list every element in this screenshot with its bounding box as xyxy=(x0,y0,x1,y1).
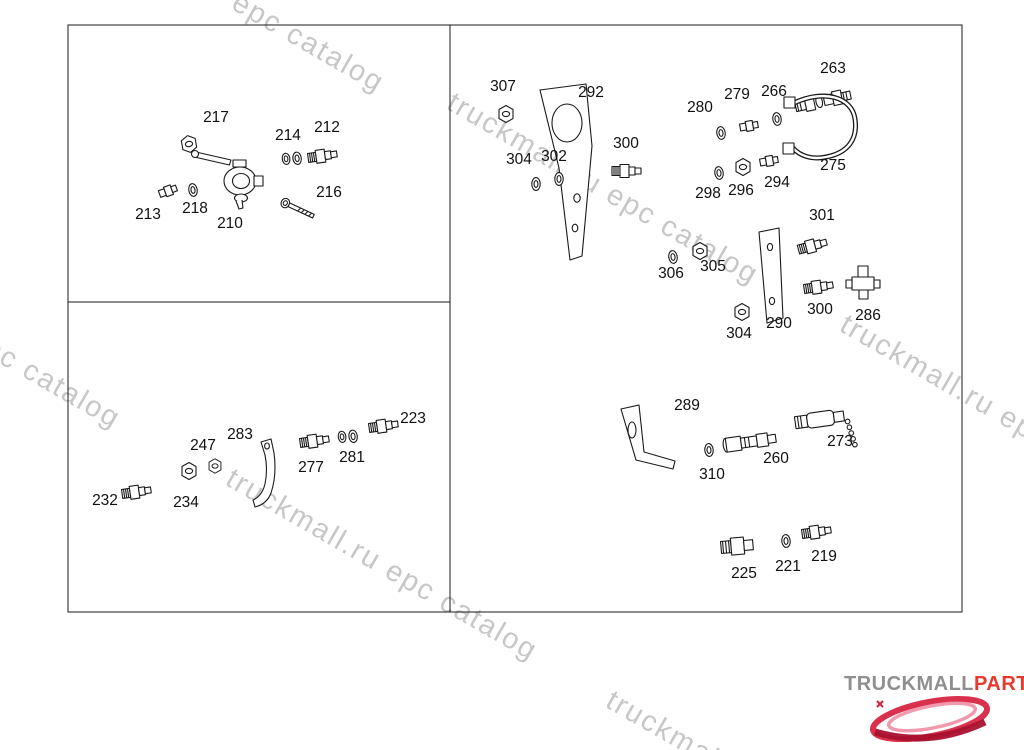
brand-logo: TRUCKMALLPARTS xyxy=(844,673,1024,746)
part-number-234: 234 xyxy=(173,494,199,511)
part-glyph-298 xyxy=(714,166,724,180)
part-glyph-296 xyxy=(735,157,751,177)
part-glyph-289 xyxy=(620,404,676,470)
brand-wordmark: TRUCKMALLPARTS xyxy=(844,673,1024,695)
part-glyph-286 xyxy=(845,265,881,300)
part-number-298: 298 xyxy=(695,185,721,202)
part-number-304: 304 xyxy=(506,151,532,168)
part-glyph-280 xyxy=(716,126,726,140)
part-glyph-210 xyxy=(190,149,264,210)
part-glyph-273 xyxy=(793,409,858,448)
part-number-281: 281 xyxy=(339,449,365,466)
brand-name-red: PARTS xyxy=(974,673,1024,695)
part-glyph-221 xyxy=(781,534,791,548)
part-number-301: 301 xyxy=(809,207,835,224)
part-glyph-216 xyxy=(280,197,315,219)
part-number-300: 300 xyxy=(807,301,833,318)
part-glyph-214 xyxy=(281,151,302,166)
part-glyph-260 xyxy=(722,432,777,453)
part-number-300: 300 xyxy=(613,135,639,152)
part-number-307: 307 xyxy=(490,78,516,95)
watermark-text: epc catalog xyxy=(227,0,391,99)
part-glyph-217 xyxy=(180,135,198,153)
part-number-277: 277 xyxy=(298,459,324,476)
part-number-306: 306 xyxy=(658,265,684,282)
panel-top-left-box xyxy=(67,24,451,303)
part-number-223: 223 xyxy=(400,410,426,427)
part-number-280: 280 xyxy=(687,99,713,116)
part-glyph-218 xyxy=(188,183,198,197)
part-number-304: 304 xyxy=(726,325,752,342)
part-number-221: 221 xyxy=(775,558,801,575)
part-number-296: 296 xyxy=(728,182,754,199)
part-number-213: 213 xyxy=(135,206,161,223)
part-number-225: 225 xyxy=(731,565,757,582)
part-glyph-277 xyxy=(298,433,330,449)
part-number-275: 275 xyxy=(820,157,846,174)
part-number-218: 218 xyxy=(182,200,208,217)
part-glyph-290 xyxy=(758,227,784,324)
part-number-219: 219 xyxy=(811,548,837,565)
part-glyph-304 xyxy=(531,177,541,191)
brand-name-gray: TRUCKMALL xyxy=(844,673,975,695)
part-number-286: 286 xyxy=(855,307,881,324)
part-number-212: 212 xyxy=(314,119,340,136)
part-glyph-300 xyxy=(802,279,834,295)
part-glyph-281 xyxy=(337,429,358,444)
part-number-290: 290 xyxy=(766,315,792,332)
part-glyph-234 xyxy=(181,461,197,481)
part-number-232: 232 xyxy=(92,492,118,509)
part-glyph-310 xyxy=(704,443,714,457)
part-number-279: 279 xyxy=(724,86,750,103)
watermark-text: truckmall.ru epc catalog xyxy=(0,230,126,435)
part-glyph-283 xyxy=(252,438,276,508)
part-glyph-212 xyxy=(306,148,338,164)
part-glyph-292 xyxy=(539,83,593,261)
part-number-283: 283 xyxy=(227,426,253,443)
panel-right-box xyxy=(449,24,963,613)
part-number-216: 216 xyxy=(316,184,342,201)
part-number-302: 302 xyxy=(541,148,567,165)
part-glyph-232 xyxy=(120,484,152,500)
swirl-logo-icon xyxy=(869,695,991,743)
watermark-text: truckmall.ru epc catalog xyxy=(835,308,1024,513)
part-glyph-307 xyxy=(498,104,514,124)
part-glyph-279 xyxy=(738,119,759,132)
part-number-247: 247 xyxy=(190,437,216,454)
part-number-289: 289 xyxy=(674,397,700,414)
part-glyph-213 xyxy=(157,184,179,198)
part-number-294: 294 xyxy=(764,174,790,191)
part-number-266: 266 xyxy=(761,83,787,100)
part-number-214: 214 xyxy=(275,127,301,144)
part-number-263: 263 xyxy=(820,60,846,77)
part-glyph-223 xyxy=(367,418,399,434)
part-number-305: 305 xyxy=(700,258,726,275)
part-glyph-266 xyxy=(772,112,782,126)
part-glyph-301 xyxy=(796,238,828,255)
part-glyph-305 xyxy=(692,241,708,261)
part-glyph-302 xyxy=(554,172,564,186)
part-number-292: 292 xyxy=(578,84,604,101)
part-number-210: 210 xyxy=(217,215,243,232)
part-glyph-294 xyxy=(758,154,779,167)
part-glyph-225 xyxy=(719,536,754,556)
part-glyph-275 xyxy=(782,93,859,161)
part-number-260: 260 xyxy=(763,450,789,467)
part-glyph-300 xyxy=(611,163,642,179)
part-glyph-247 xyxy=(208,458,222,474)
part-number-273: 273 xyxy=(827,433,853,450)
part-glyph-306 xyxy=(668,250,678,264)
part-number-217: 217 xyxy=(203,109,229,126)
part-glyph-304 xyxy=(734,302,750,322)
part-glyph-219 xyxy=(800,524,832,540)
part-number-310: 310 xyxy=(699,466,725,483)
